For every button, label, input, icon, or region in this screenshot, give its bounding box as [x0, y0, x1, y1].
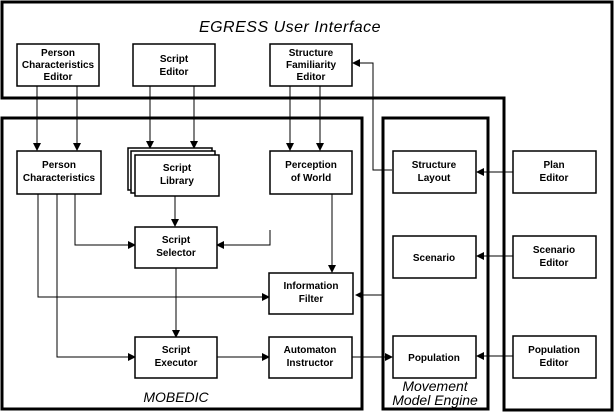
edge-characteristics-to-filter — [37, 194, 270, 301]
label: Script — [162, 235, 191, 246]
label: Script — [162, 345, 191, 356]
node-plan-editor: Plan Editor — [512, 150, 597, 194]
label: Script — [160, 54, 189, 65]
label: of World — [291, 173, 331, 184]
label: Executor — [155, 358, 198, 369]
label: Population — [408, 353, 460, 364]
node-information-filter: Information Filter — [268, 272, 354, 315]
label: Editor — [540, 258, 569, 269]
node-script-editor: Script Editor — [132, 43, 216, 87]
connections — [33, 59, 513, 361]
label: Person — [42, 160, 76, 171]
label: Automaton — [284, 345, 337, 356]
edge-characteristics-to-selector — [74, 194, 136, 249]
label: Familiarity — [286, 60, 336, 71]
node-script-library: Script Library — [127, 147, 220, 197]
node-automaton-instructor: Automaton Instructor — [268, 336, 353, 379]
label: Person — [41, 48, 75, 59]
label: Selector — [156, 248, 196, 259]
node-person-characteristics: Person Characteristics — [16, 150, 102, 195]
label: Editor — [160, 67, 189, 78]
label: Structure — [289, 48, 334, 59]
node-perception-of-world: Perception of World — [269, 150, 353, 195]
egress-title: EGRESS User Interface — [199, 19, 381, 36]
engine-label-line2: Model Engine — [392, 392, 478, 408]
label: Characteristics — [22, 60, 95, 71]
node-population: Population — [392, 335, 477, 379]
edge-layout-to-structure-editor — [352, 59, 392, 171]
label: Structure — [412, 160, 457, 171]
label: Layout — [418, 173, 451, 184]
node-scenario: Scenario — [392, 235, 477, 279]
node-population-editor: Population Editor — [512, 335, 597, 379]
label: Library — [160, 176, 194, 187]
node-script-selector: Script Selector — [134, 226, 218, 269]
node-person-editor: Person Characteristics Editor — [16, 43, 100, 87]
node-structure-layout: Structure Layout — [392, 150, 477, 194]
edge-perception-to-selector — [216, 230, 271, 249]
label: Instructor — [287, 358, 334, 369]
movement-engine-panel — [381, 116, 490, 411]
node-scenario-editor: Scenario Editor — [512, 235, 597, 279]
label: Filter — [299, 294, 324, 305]
mobedic-label: MOBEDIC — [143, 389, 209, 405]
node-structure-editor: Structure Familiarity Editor — [269, 43, 353, 87]
label: Plan — [543, 160, 564, 171]
engine-label-line1: Movement — [402, 378, 468, 394]
label: Script — [163, 163, 192, 174]
mobedic-panel — [0, 116, 364, 411]
label: Information — [284, 281, 339, 292]
node-script-executor: Script Executor — [134, 336, 218, 379]
label: Population — [528, 345, 580, 356]
label: Editor — [297, 72, 326, 83]
label: Scenario — [533, 245, 575, 256]
label: Characteristics — [23, 173, 96, 184]
label: Editor — [44, 72, 73, 83]
label: Editor — [540, 173, 569, 184]
label: Editor — [540, 358, 569, 369]
label: Scenario — [413, 253, 455, 264]
edge-characteristics-to-executor — [56, 194, 136, 361]
label: Perception — [285, 160, 337, 171]
